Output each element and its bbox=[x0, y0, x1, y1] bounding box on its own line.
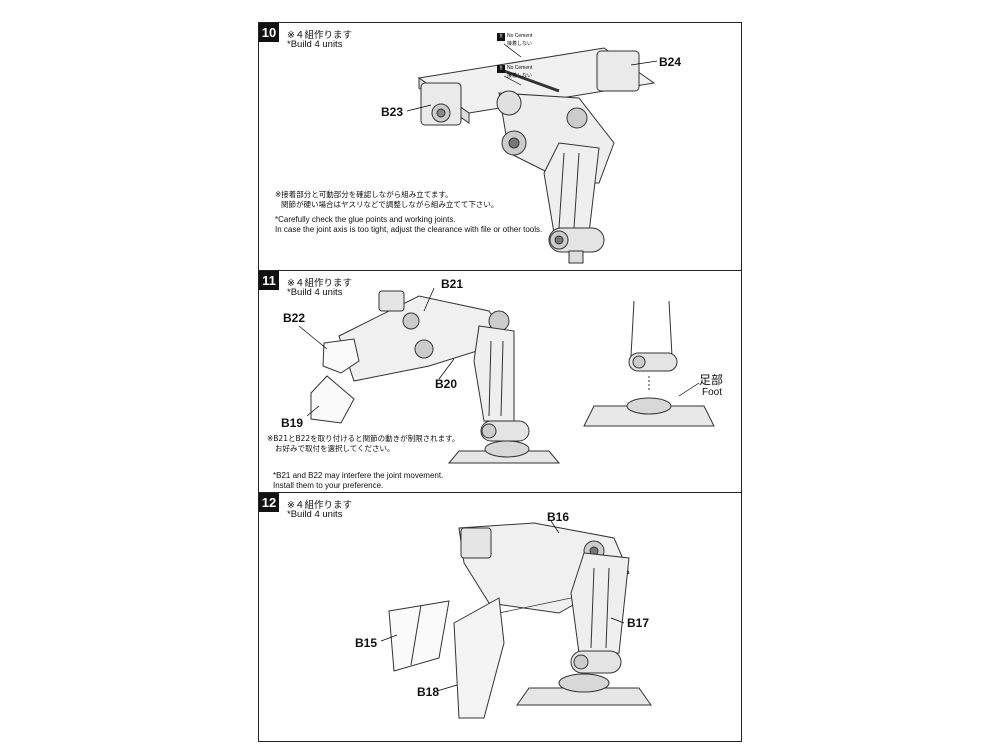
part-label-b21: B21 bbox=[441, 277, 464, 291]
part-label-b19: B19 bbox=[281, 416, 304, 430]
part-label-b15: B15 bbox=[355, 636, 378, 650]
step-11-panel: 11 ※４組作ります *Build 4 units bbox=[258, 270, 742, 493]
foot-label-ja: 足部 bbox=[699, 373, 724, 387]
part-label-b16: B16 bbox=[547, 510, 570, 524]
part-label-b23: B23 bbox=[381, 105, 404, 119]
build-count-en: *Build 4 units bbox=[287, 39, 343, 50]
foot-label-en: Foot bbox=[702, 387, 723, 398]
part-label-b18: B18 bbox=[417, 685, 440, 699]
build-count-en: *Build 4 units bbox=[287, 287, 343, 298]
assembly-illustration-step-11 bbox=[298, 287, 715, 464]
build-count-ja: ※４組作ります bbox=[287, 30, 352, 41]
warning-icon: !! bbox=[497, 65, 505, 73]
note-ja-line-1: ※B21とB22を取り付けると関節の動きが制限されます。 bbox=[267, 434, 460, 443]
step-number: 12 bbox=[259, 493, 279, 512]
note-ja-line-2: 関節が硬い場合はヤスリなどで調整しながら組み立てて下さい。 bbox=[281, 200, 499, 209]
build-count-ja: ※４組作ります bbox=[287, 500, 352, 511]
step-12-panel: 12 ※４組作ります *Build 4 units B16 B17 B15 B1… bbox=[258, 492, 742, 742]
assembly-illustration-step-10 bbox=[406, 43, 658, 264]
step-number: 10 bbox=[259, 23, 279, 42]
note-en-line-1: *B21 and B22 may interfere the joint mov… bbox=[273, 471, 444, 480]
note-en-line-2: Install them to your preference. bbox=[273, 481, 384, 490]
build-count-en: *Build 4 units bbox=[287, 509, 343, 520]
part-label-b17: B17 bbox=[627, 616, 650, 630]
part-label-b24: B24 bbox=[659, 55, 682, 69]
part-label-b22: B22 bbox=[283, 311, 306, 325]
build-count-ja: ※４組作ります bbox=[287, 278, 352, 289]
part-label-b20: B20 bbox=[435, 377, 458, 391]
step-number: 11 bbox=[259, 271, 279, 290]
warning-icon: !! bbox=[497, 33, 505, 41]
note-ja-line-2: お好みで取付を選択してください。 bbox=[275, 444, 395, 453]
assembly-illustration-step-12 bbox=[380, 520, 652, 719]
note-en-line-1: *Carefully check the glue points and wor… bbox=[275, 215, 456, 224]
step-10-panel: 10 ※４組作ります *Build 4 units bbox=[258, 22, 742, 271]
note-ja-line-1: ※接着部分と可動部分を確認しながら組み立てます。 bbox=[275, 190, 453, 199]
note-en-line-2: In case the joint axis is too tight, adj… bbox=[275, 225, 543, 234]
